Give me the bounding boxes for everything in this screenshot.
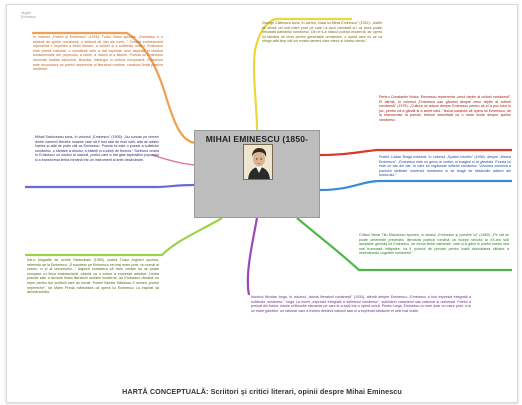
- note-mid-right: Poetul Lucian Blaga notează, în volumul …: [379, 155, 511, 193]
- map-footer-title: HARTĂ CONCEPTUALĂ: Scriitori şi critici …: [122, 387, 402, 396]
- corner-line-1: virgule: [21, 11, 31, 15]
- branch-connectors: [25, 17, 512, 296]
- corner-caption: virgule Eminescu: [21, 11, 36, 20]
- note-low-right-text: Criticul literar Titu Maiorescu spunea, …: [359, 233, 509, 256]
- note-top-left: În volumul „Poetul și Eminescu” (1926), …: [33, 35, 163, 119]
- note-low-right: Criticul literar Titu Maiorescu spunea, …: [359, 233, 509, 269]
- note-top-center: George Călinescu scria, în cartea „Viața…: [262, 21, 382, 71]
- note-top-right: Pentru Constantin Noica, Eminescu reprez…: [379, 95, 511, 147]
- central-node: MIHAI EMINESCU (1850-1889): [194, 130, 320, 218]
- branch-mid-right: [319, 179, 512, 192]
- poet-portrait-icon: [243, 144, 273, 180]
- note-bottom-center: Istoricul Nicolae Iorga, în volumul „Ist…: [251, 295, 471, 350]
- branch-bottom-left: [25, 217, 223, 257]
- note-mid-left: Mihail Sadoveanu scria, în volumul „Emin…: [35, 135, 159, 185]
- note-bottom-left: Într-o biografie de ochrie Radovinski (1…: [27, 258, 159, 376]
- corner-line-2: Eminescu: [21, 15, 36, 20]
- note-bottom-center-text: Istoricul Nicolae Iorga, în volumul „Ist…: [251, 295, 471, 313]
- branch-mid-left: [25, 183, 195, 189]
- branch-bottom-center: [246, 217, 259, 296]
- note-top-right-text: Pentru Constantin Noica, Eminescu reprez…: [379, 95, 511, 122]
- branch-low-right: [296, 217, 512, 272]
- branch-top-right: [319, 148, 512, 157]
- note-top-center-text: George Călinescu scria, în cartea „Viața…: [262, 21, 382, 44]
- note-mid-right-text: Poetul Lucian Blaga notează, în volumul …: [379, 155, 511, 178]
- note-mid-left-text: Mihail Sadoveanu scria, în volumul „Emin…: [35, 135, 159, 162]
- note-top-left-text: În volumul „Poetul și Eminescu” (1926), …: [33, 35, 163, 72]
- branch-left-pink: [151, 154, 195, 166]
- branch-top-center: [252, 17, 352, 131]
- concept-map-sheet: virgule Eminescu În volumul „Poetul și E…: [6, 4, 518, 403]
- branch-top-left: [32, 31, 198, 145]
- note-bottom-left-text: Într-o biografie de ochrie Radovinski (1…: [27, 258, 159, 295]
